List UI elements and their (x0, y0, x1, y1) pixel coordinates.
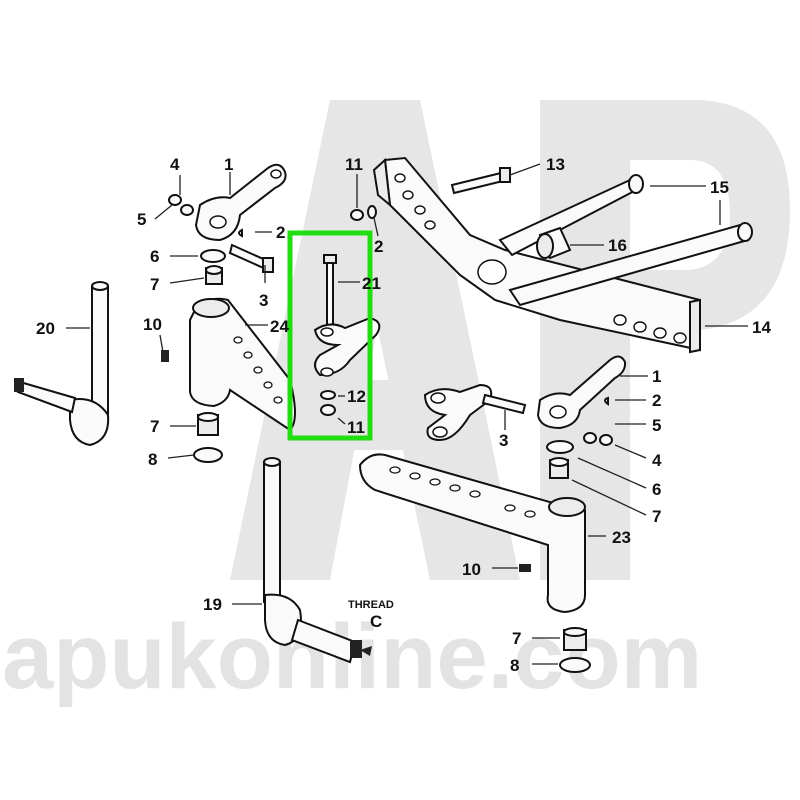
bush-16 (536, 226, 572, 260)
callout-19: 19 (203, 595, 222, 614)
callout-10-right: 10 (462, 560, 481, 579)
callout-12: 12 (347, 387, 366, 406)
callout-5-right: 5 (652, 416, 661, 435)
callout-1-right: 1 (652, 367, 661, 386)
pivot-pin-lower (508, 222, 753, 307)
callout-4-upper-left: 4 (170, 155, 180, 174)
callout-11-top: 11 (345, 155, 363, 174)
callout-7-lower-left: 7 (150, 417, 159, 436)
bush-7-right-lower (563, 627, 587, 651)
axle-beam (372, 156, 701, 354)
thread-letter: C (370, 612, 382, 631)
callout-2-top: 2 (374, 237, 383, 256)
thread-label: THREAD (348, 599, 394, 611)
washer-6-left (200, 249, 226, 263)
callout-7-right: 7 (652, 507, 661, 526)
callout-6-right: 6 (652, 480, 661, 499)
callout-23: 23 (612, 528, 631, 547)
callout-3-right: 3 (499, 431, 508, 450)
grease-nipple-right (519, 564, 531, 572)
callout-21: 21 (362, 274, 381, 293)
highlight-box (287, 230, 373, 441)
callout-2-upper-left: 2 (276, 223, 285, 242)
callout-15: 15 (710, 178, 729, 197)
callout-16: 16 (608, 236, 627, 255)
bush-7-left-lower (197, 412, 219, 436)
washer-6-right (546, 440, 574, 454)
callout-5-upper-left: 5 (137, 210, 146, 229)
washer-8-left (193, 447, 223, 463)
callout-7-lower-right: 7 (512, 629, 521, 648)
callout-8-lower-left: 8 (148, 450, 157, 469)
track-rod-lever-right (423, 383, 493, 442)
callout-2-right: 2 (652, 391, 661, 410)
stub-axle-housing-right (358, 453, 586, 614)
grease-nipple-left (161, 350, 169, 362)
steering-arm-left (168, 163, 287, 273)
washer-2-upper (367, 205, 377, 219)
callout-13: 13 (546, 155, 565, 174)
washer-8-right (559, 657, 591, 673)
callout-7-upper-left: 7 (150, 275, 159, 294)
callout-6-upper-left: 6 (150, 247, 159, 266)
bush-7-right-upper (549, 457, 569, 479)
nut-11-upper (350, 209, 364, 221)
bolt-13 (450, 167, 511, 195)
callout-11-lower: 11 (347, 418, 365, 437)
callout-4-right: 4 (652, 451, 662, 470)
bush-7-left-upper (205, 265, 223, 285)
steering-arm-right (481, 355, 627, 446)
callout-1-upper-left: 1 (224, 155, 233, 174)
callout-8-lower-right: 8 (510, 656, 519, 675)
stub-axle-housing-left (189, 297, 296, 432)
leader-lines (66, 163, 748, 665)
callout-24: 24 (270, 317, 289, 336)
pivot-pin-upper (498, 174, 644, 257)
callout-10-left: 10 (143, 315, 162, 334)
callout-14: 14 (752, 318, 771, 337)
center-bolt-assembly (313, 254, 381, 416)
callout-20: 20 (36, 319, 55, 338)
callout-3-upper-left: 3 (259, 291, 268, 310)
stub-axle-19 (263, 457, 372, 664)
stub-axle-20 (14, 281, 110, 447)
